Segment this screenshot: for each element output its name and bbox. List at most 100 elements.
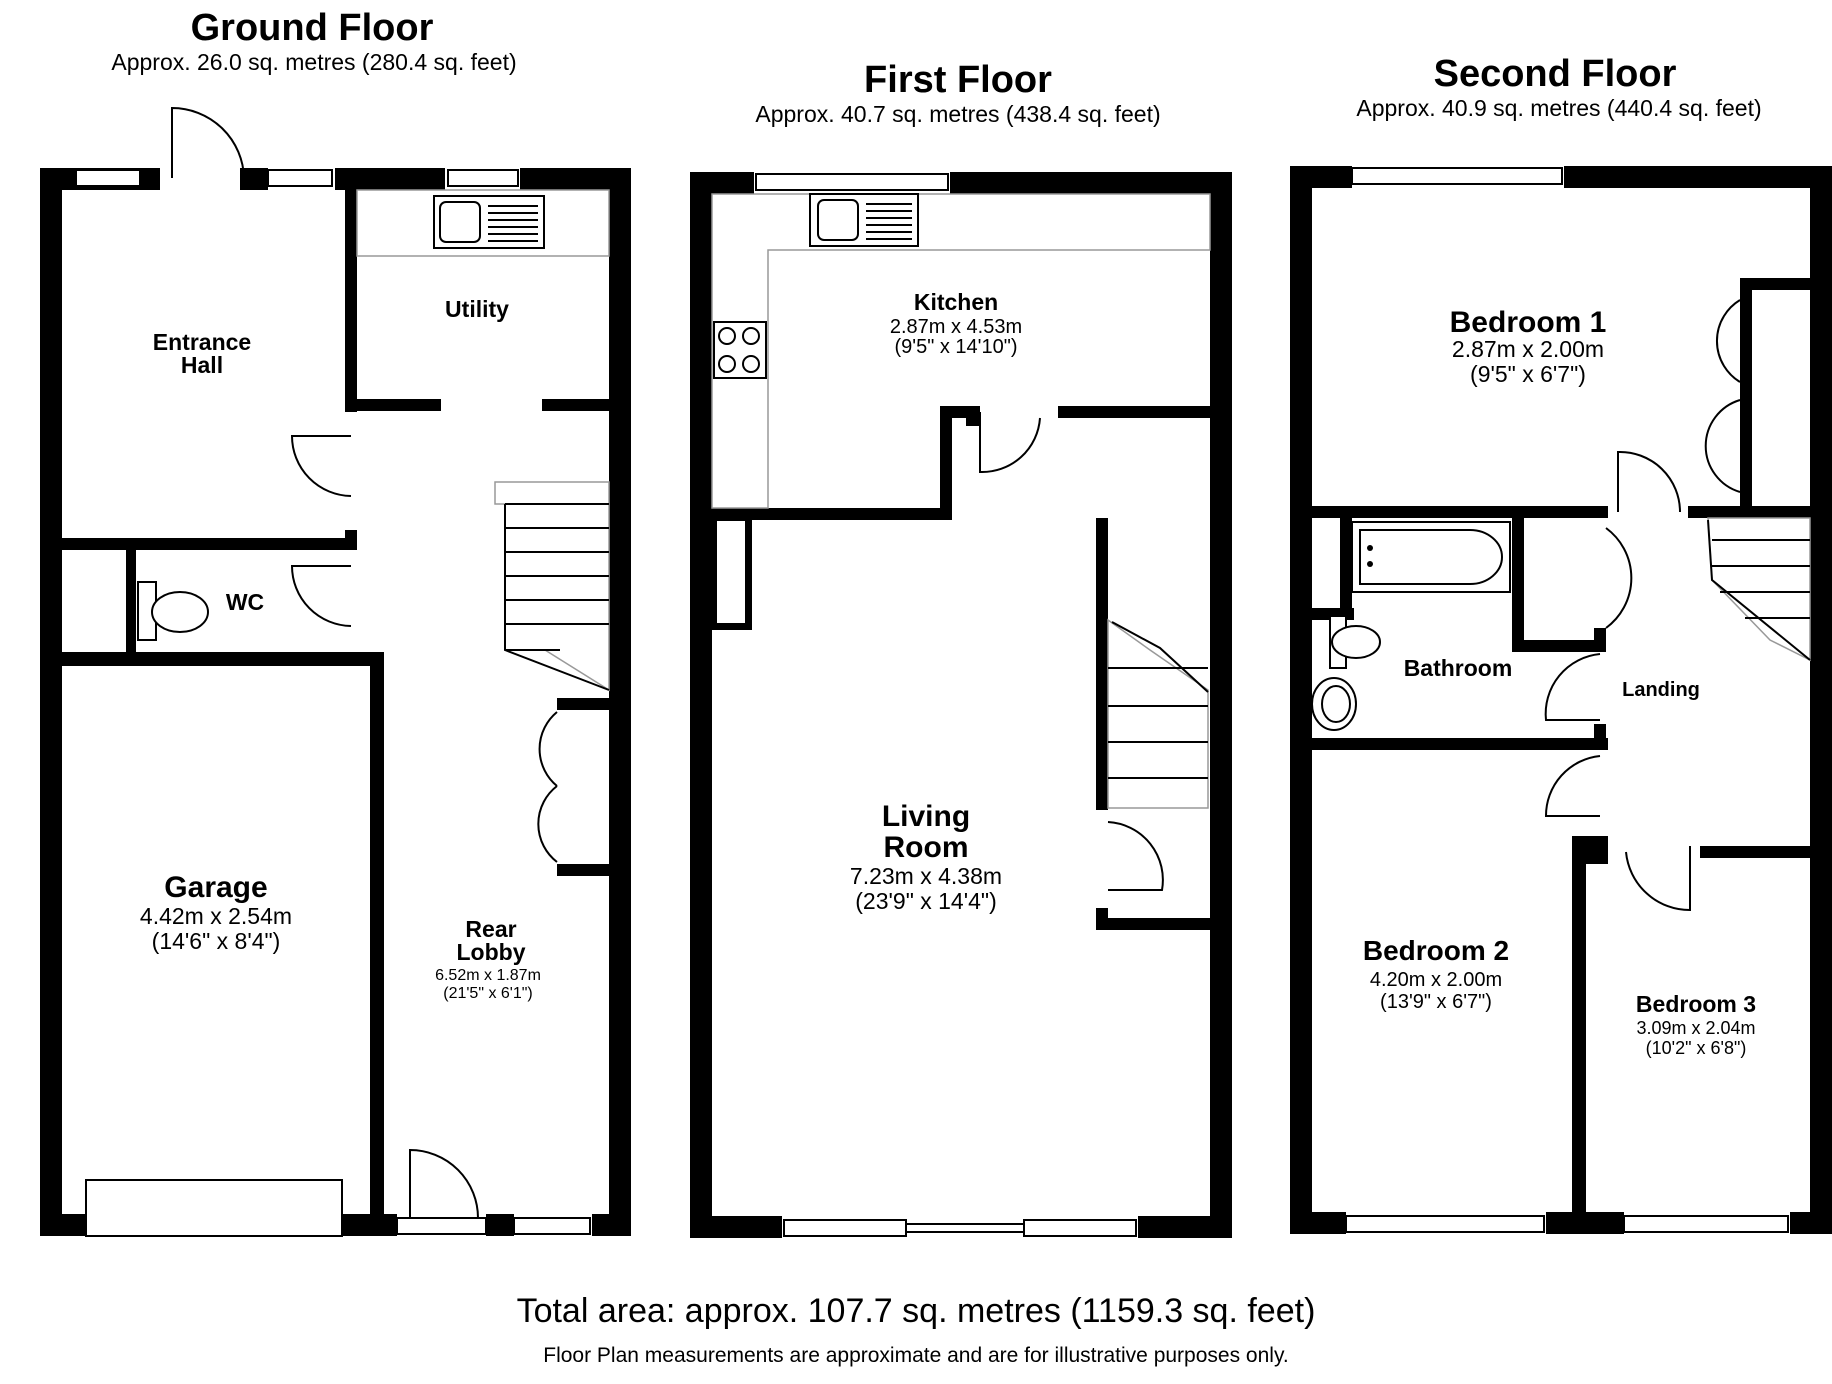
wall-garage-east [370,652,384,1214]
room-label-garage: Garage [164,871,267,904]
rear-door [409,1148,479,1219]
wall-utility-west [345,190,357,412]
wall-north [335,168,445,190]
wall-stair [1096,518,1108,810]
room-label-rear-lobby: Lobby [457,939,526,965]
disclaimer: Floor Plan measurements are approximate … [543,1344,1288,1367]
wall-bedroom3-west [1572,836,1586,1212]
sink-icon [809,193,919,247]
room-label-bedroom1: Bedroom 1 [1450,306,1607,339]
bathroom-door [1544,653,1601,721]
window [1623,1215,1789,1233]
wall-south [486,1214,514,1236]
wall-east [1210,172,1232,1238]
wall-stub [345,530,357,550]
patio-doors [783,1219,1137,1237]
sink-bowl [817,199,859,241]
room-size-bedroom3-ft: (10'2" x 6'8") [1646,1038,1747,1058]
wall-west [690,172,712,1238]
wall-stub [1594,628,1606,652]
wall-kitchen-south [1058,406,1210,418]
window [447,169,519,187]
wall-bathroom-south [1312,738,1608,750]
sink-icon [433,195,545,249]
second-floor-area: Approx. 40.9 sq. metres (440.4 sq. feet) [1356,95,1761,121]
wall-bedroom3-north [1700,846,1810,858]
wall-wc-west [126,538,136,656]
wall-north [950,172,1232,194]
wardrobe-door [1704,299,1741,493]
room-size-bedroom1-ft: (9'5" x 6'7") [1470,361,1586,387]
total-area: Total area: approx. 107.7 sq. metres (11… [517,1292,1316,1330]
bath-icon [1351,521,1511,593]
kitchen-door [979,412,1041,474]
wall-stair [1096,918,1210,930]
wall-south [592,1214,631,1236]
wall-north [1564,166,1832,188]
first-floor-plan: Kitchen 2.87m x 4.53m (9'5" x 14'10") Li… [690,172,1232,1238]
airing-cupboard-door [1605,527,1633,629]
stair-door [1107,821,1164,891]
drainer [866,203,912,240]
room-label-living-room: Living [882,800,970,833]
garage-door [85,1179,343,1237]
wall-east [1810,166,1832,1234]
room-label-living-room: Room [884,831,969,864]
window [267,169,333,187]
wall-north [1290,166,1352,188]
wall-stub [966,406,980,426]
wall-kitchen-south [940,406,952,520]
room-size-bedroom2-ft: (13'9" x 6'7") [1380,991,1492,1013]
wall-hall-south [62,538,357,550]
wall-kitchen-south [712,508,952,520]
wall-utility-south [542,399,609,411]
wall-south [40,1214,86,1236]
wall-wardrobe [1740,278,1752,508]
stairs-icon [1107,618,1209,809]
room-size-living-room-ft: (23'9" x 14'4") [855,888,996,914]
wall-south [690,1216,782,1238]
wall-south [342,1214,397,1236]
room-label-rear-lobby: Rear [465,916,516,942]
wall-bathroom-east [1512,518,1524,652]
room-label-entrance-hall: Hall [181,352,223,378]
second-floor-plan: Bedroom 1 2.87m x 2.00m (9'5" x 6'7") Ba… [1290,166,1832,1234]
room-size-living-room: 7.23m x 4.38m [850,863,1002,889]
window [75,169,141,187]
rear-door-threshold [396,1217,487,1235]
wall-bathroom-east [1512,640,1604,652]
room-size-garage: 4.42m x 2.54m [140,903,292,929]
room-size-garage-ft: (14'6" x 8'4") [152,928,281,954]
bedroom2-door [1544,755,1601,817]
room-size-rear-lobby: 6.52m x 1.87m [435,967,541,984]
bedroom1-door [1617,450,1681,513]
worktop [711,193,1211,509]
wall-cupboard [557,698,609,710]
drainer [488,205,538,242]
room-size-rear-lobby-ft: (21'5" x 6'1") [443,985,533,1002]
wall-cupboard [1340,518,1352,620]
wall-west [40,168,62,1236]
wall-south [1138,1216,1232,1238]
room-label-landing: Landing [1622,679,1700,701]
room-size-bedroom2: 4.20m x 2.00m [1370,969,1502,991]
room-size-bedroom1: 2.87m x 2.00m [1452,336,1604,362]
room-label-bedroom3: Bedroom 3 [1636,991,1756,1017]
wc-door [290,565,352,627]
window [1345,1215,1545,1233]
wall-bedroom1-south [1312,506,1608,518]
room-label-bedroom2: Bedroom 2 [1363,935,1509,966]
ground-floor-area: Approx. 26.0 sq. metres (280.4 sq. feet) [111,49,516,75]
room-label-bathroom: Bathroom [1404,655,1513,681]
window [513,1217,591,1235]
room-size-kitchen-ft: (9'5" x 14'10") [894,336,1017,358]
window [1351,167,1563,185]
room-size-bedroom3: 3.09m x 2.04m [1636,1018,1755,1038]
wall-north [520,168,631,190]
first-floor-title: First Floor [864,59,1052,101]
ground-floor-plan: Entrance Hall Utility WC Garage 4.42m x … [40,106,631,1237]
bedroom3-door [1625,846,1691,912]
wall-east [609,168,631,1236]
room-size-kitchen: 2.87m x 4.53m [890,316,1022,338]
toilet-icon [137,581,209,641]
